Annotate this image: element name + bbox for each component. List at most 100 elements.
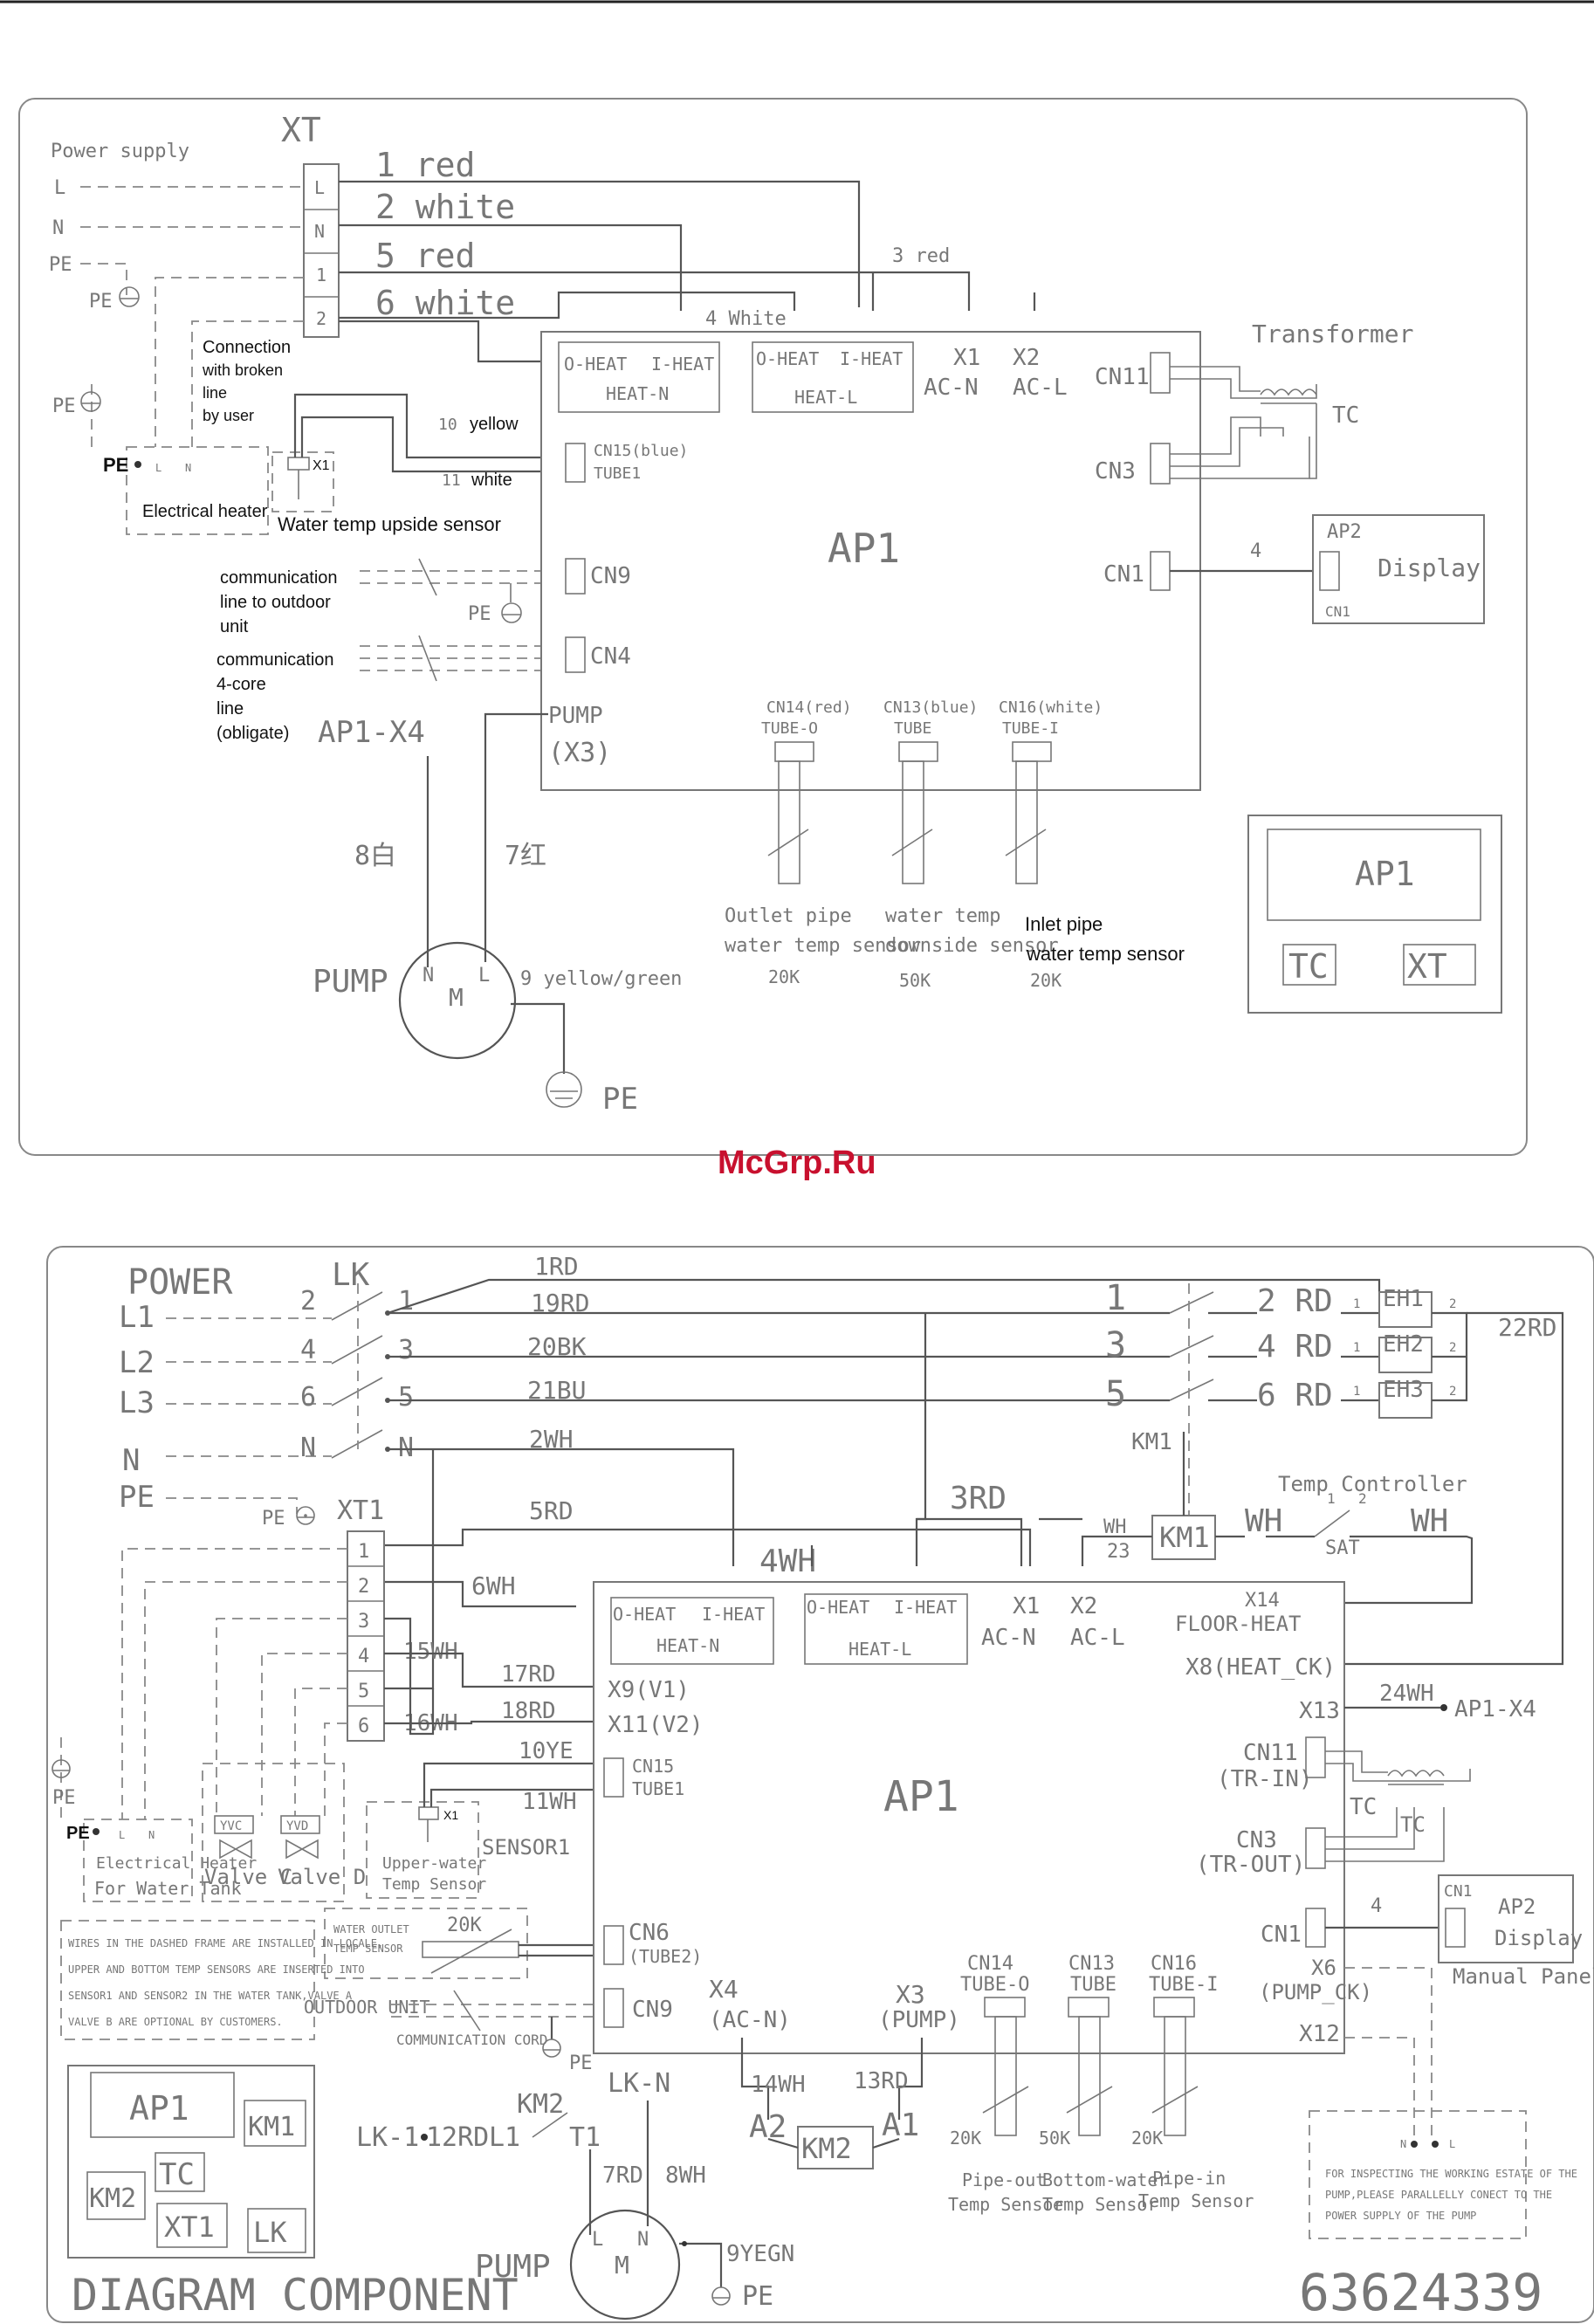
tc-term-2: 2: [1358, 1490, 1367, 1507]
comp-tc: TC: [159, 2157, 195, 2192]
wire-2-white: 2 white: [375, 188, 515, 226]
b-x2: X2: [1070, 1593, 1097, 1619]
upper-sensor-2: Temp Sensor: [382, 1875, 486, 1894]
tank-heater-l: L: [119, 1829, 125, 1841]
b-x13: X13: [1299, 1698, 1340, 1724]
upside-sensor-box: [271, 451, 334, 512]
upper-sensor-1: Upper-water: [382, 1854, 486, 1873]
km1-contact-5: 5: [1105, 1374, 1126, 1414]
ap2-label: AP2: [1327, 521, 1362, 543]
comm-4core-3: line: [216, 699, 244, 719]
pump-lk-n: LK-N: [608, 2068, 670, 2099]
b-x1: X1: [1013, 1593, 1040, 1619]
connection-note-2: with broken: [202, 361, 283, 379]
transformer-label: Transformer: [1252, 320, 1413, 348]
km2-a2: A2: [749, 2109, 787, 2145]
x2-term: X2: [1013, 345, 1040, 371]
wire-4wh-label: 4WH: [759, 1544, 816, 1579]
xt-terminal-block: [303, 163, 340, 338]
wire-11wh: 11WH: [522, 1789, 577, 1815]
inspect-n: N: [1400, 2138, 1406, 2150]
component-legend: [67, 2065, 315, 2259]
pump-pe-wire: [511, 1002, 566, 1074]
heat-l-block: [752, 341, 914, 413]
pump-l: L: [478, 965, 490, 987]
wire-20bk-label: 20BK: [527, 1332, 587, 1361]
wire-15wh: 15WH: [403, 1639, 458, 1665]
diagram-component-title: DIAGRAM COMPONENT: [72, 2270, 519, 2321]
tc-label: TC: [1332, 402, 1359, 429]
cn15-connector: [565, 443, 586, 483]
diagram-code: 63624339: [1299, 2263, 1542, 2322]
lk-out-1: 1: [398, 1286, 414, 1317]
display-wire-4: 4: [1250, 540, 1261, 562]
comm-4core-2: 4-core: [216, 675, 266, 694]
heat-l-iheat: I-HEAT: [840, 348, 903, 369]
tc-wh-1: WH: [1245, 1503, 1282, 1539]
b-x3-pump: (PUMP): [878, 2007, 960, 2033]
b-cn14: CN14: [967, 1953, 1013, 1975]
pe-label-2: PE: [52, 395, 76, 417]
connection-note-3: line: [203, 384, 227, 402]
bottom-frame: [46, 1246, 1594, 2323]
eh3-label: EH3: [1383, 1377, 1424, 1403]
display-board: [1312, 514, 1485, 624]
b-heat-n-i: I-HEAT: [702, 1604, 765, 1625]
pump-12rd: 12RD: [426, 2122, 489, 2153]
comp-xt1: XT1: [164, 2211, 215, 2244]
b-pump-n: N: [637, 2229, 649, 2251]
comm-outdoor-3: unit: [220, 617, 249, 636]
legend-tc: TC: [1288, 947, 1329, 986]
wire-yellow: yellow: [470, 415, 519, 434]
tc-term-1: 1: [1327, 1490, 1336, 1507]
lk-label: LK: [332, 1257, 370, 1293]
sat-label: SAT: [1325, 1537, 1360, 1559]
b-cn11: CN11: [1243, 1740, 1298, 1766]
b-cn15-tube1: TUBE1: [632, 1778, 684, 1799]
wire-10-yellow: [293, 393, 567, 459]
inspect-note-1: FOR INSPECTING THE WORKING ESTATE OF THE: [1325, 2168, 1577, 2180]
pe-heater-label: PE: [66, 1824, 90, 1843]
km1-coil-label: KM1: [1159, 1521, 1210, 1554]
ground-symbol: [52, 1759, 71, 1778]
eh3-term-1: 1: [1353, 1385, 1360, 1399]
x2-acl: AC-L: [1013, 375, 1068, 401]
tank-heater-n: N: [148, 1829, 155, 1841]
l1-label: L1: [119, 1300, 155, 1335]
pump-x3-2: (X3): [548, 738, 611, 768]
heat-l-block-bottom: [804, 1593, 968, 1665]
sensor-inlet-l2: water temp sensor: [1026, 943, 1185, 965]
wire-5red: [339, 271, 971, 311]
xt1-term-5: 5: [358, 1681, 369, 1702]
x1-acn: AC-N: [924, 375, 979, 401]
line-n-label: N: [52, 217, 64, 239]
power-supply-label: Power supply: [51, 141, 189, 162]
b-cn9-connector: [603, 1988, 624, 2028]
wire-1-red: 1 red: [375, 146, 475, 184]
b-floor-heat: FLOOR-HEAT: [1175, 1612, 1302, 1636]
wire-3-red: 3 red: [892, 245, 950, 267]
b-cn16-tube: TUBE-I: [1149, 1974, 1218, 1996]
b-sensor-in-2: Temp Sensor: [1138, 2190, 1254, 2211]
b-heat-n: HEAT-N: [656, 1635, 719, 1656]
wire-17rd: 17RD: [501, 1661, 556, 1688]
water-temp-upside-label: Water temp upside sensor: [278, 513, 501, 535]
comp-ap1: AP1: [129, 2089, 189, 2128]
b-cn6-tube2: (TUBE2): [629, 1946, 702, 1967]
bottom-wiring-diagram: POWER LK L1 L2 L3 N PE PE 2 4 6 N 1 3 5 …: [46, 1246, 1594, 2323]
inspection-note-box: [1309, 2110, 1527, 2239]
sensor-downside-l2: downside sensor: [885, 935, 1059, 957]
b-x11: X11(V2): [608, 1712, 704, 1738]
heater-wire-6rd: 6 RD: [1257, 1378, 1333, 1413]
ground-symbol: [711, 2286, 731, 2306]
wire-l-to-heat-l: [339, 180, 861, 307]
pe-bottom-2: PE: [262, 1508, 285, 1530]
wire-22rd: 22RD: [1498, 1313, 1556, 1342]
b-ap2: AP2: [1498, 1894, 1536, 1919]
watermark: McGrp.Ru: [718, 1145, 876, 1181]
electrical-heater-box: [126, 446, 269, 535]
pump-motor: [398, 941, 517, 1060]
b-cn11-trin: (TR-IN): [1217, 1766, 1313, 1792]
ap1-label: AP1: [828, 525, 900, 572]
